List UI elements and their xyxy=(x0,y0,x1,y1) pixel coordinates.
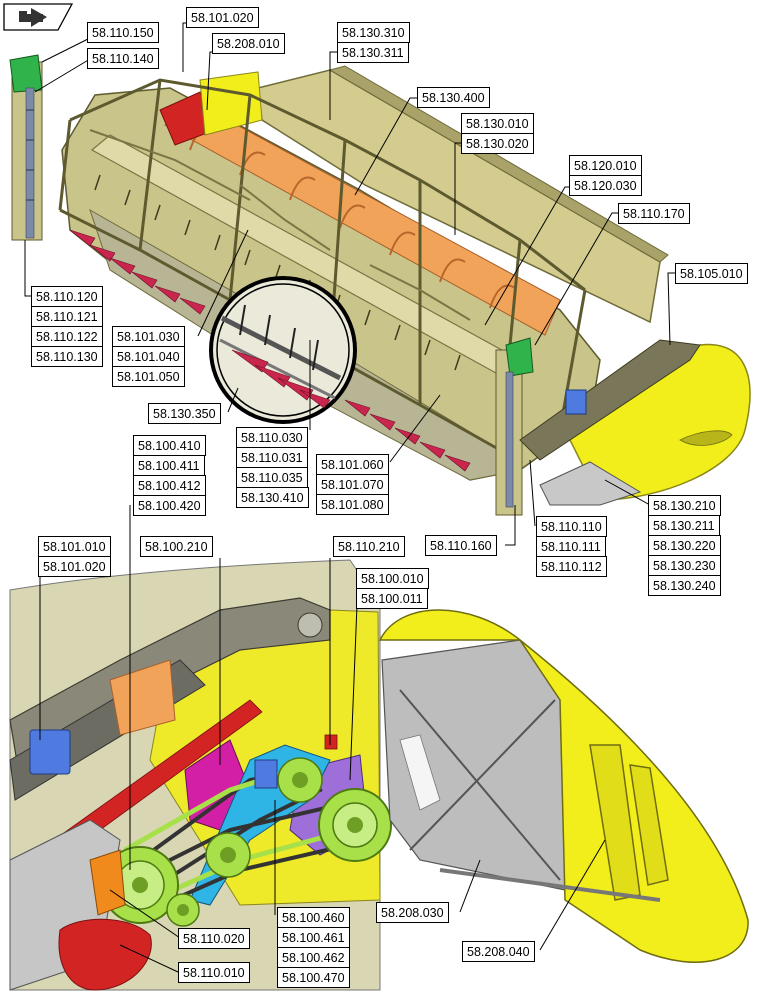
callout-label: 58.130.230 xyxy=(648,555,721,576)
callout-label: 58.110.121 xyxy=(31,306,103,327)
callout-label: 58.100.010 xyxy=(356,568,429,589)
callout-label: 58.110.210 xyxy=(333,536,405,557)
callout-label: 58.101.020 xyxy=(38,556,111,577)
left-end-green-cap xyxy=(9,54,43,93)
pulley-upper xyxy=(277,757,323,803)
knife-guards xyxy=(69,229,471,472)
callout-label: 58.100.411 xyxy=(133,455,205,476)
callout-label: 58.130.350 xyxy=(148,403,221,424)
gearbox-orange xyxy=(89,849,126,916)
callout-label: 58.101.070 xyxy=(316,474,389,495)
callout-label: 58.101.080 xyxy=(316,494,389,515)
right-end-green-cap xyxy=(505,337,534,377)
callout-label: 58.120.030 xyxy=(569,175,642,196)
pulley-mid xyxy=(205,832,251,878)
callout-label: 58.100.210 xyxy=(140,536,213,557)
header-assembly-view xyxy=(9,54,751,516)
callout-label: 58.101.040 xyxy=(112,346,185,367)
callout-label: 58.101.030 xyxy=(112,326,185,347)
callout-label: 58.110.150 xyxy=(87,22,159,43)
callout-label: 58.100.420 xyxy=(133,495,206,516)
callout-label: 58.208.030 xyxy=(376,902,449,923)
callout-label: 58.101.020 xyxy=(186,7,259,28)
callout-label: 58.100.461 xyxy=(277,927,350,948)
callout-label: 58.110.035 xyxy=(236,467,308,488)
callout-label: 58.130.400 xyxy=(417,87,490,108)
gearbox-red xyxy=(58,918,152,991)
pulley-small-left xyxy=(166,893,200,927)
callout-label: 58.130.211 xyxy=(648,515,720,536)
callout-label: 58.130.220 xyxy=(648,535,721,556)
callout-label: 58.120.010 xyxy=(569,155,642,176)
callout-label: 58.130.010 xyxy=(461,113,534,134)
skid-shoe xyxy=(539,461,642,506)
yellow-bracket-top xyxy=(199,71,263,136)
drive-detail-view xyxy=(9,559,749,991)
callout-label: 58.101.010 xyxy=(38,536,111,557)
callout-label: 58.100.011 xyxy=(356,588,428,609)
callout-label: 58.100.460 xyxy=(277,907,350,928)
callout-label: 58.208.010 xyxy=(212,33,285,54)
callout-label: 58.101.050 xyxy=(112,366,185,387)
pulley-large-right xyxy=(318,788,392,862)
callout-label: 58.100.462 xyxy=(277,947,350,968)
callout-label: 58.110.111 xyxy=(536,536,606,557)
callout-label: 58.208.040 xyxy=(462,941,535,962)
callout-label: 58.100.470 xyxy=(277,967,350,988)
right-crop-divider xyxy=(559,343,751,501)
callout-label: 58.130.020 xyxy=(461,133,534,154)
callout-label: 58.105.010 xyxy=(675,263,748,284)
return-arrow-icon[interactable] xyxy=(3,3,74,31)
knife-detail-content xyxy=(219,304,342,409)
callout-label: 58.110.170 xyxy=(618,203,690,224)
reel-arm xyxy=(519,339,701,461)
callout-label: 58.100.410 xyxy=(133,435,206,456)
callout-label: 58.100.412 xyxy=(133,475,206,496)
callout-label: 58.101.060 xyxy=(316,454,389,475)
callout-label: 58.110.120 xyxy=(31,286,103,307)
rear-cover-top xyxy=(328,65,669,263)
callout-label: 58.110.020 xyxy=(178,928,250,949)
callout-label: 58.110.010 xyxy=(178,962,250,983)
callout-label: 58.110.030 xyxy=(236,427,308,448)
callout-label: 58.130.410 xyxy=(236,487,309,508)
callout-label: 58.130.240 xyxy=(648,575,721,596)
callout-label: 58.110.031 xyxy=(236,447,308,468)
callout-label: 58.110.140 xyxy=(87,48,159,69)
callout-label: 58.130.310 xyxy=(337,22,410,43)
callout-label: 58.110.160 xyxy=(425,535,497,556)
callout-label: 58.130.210 xyxy=(648,495,721,516)
callout-label: 58.110.112 xyxy=(536,556,607,577)
callout-label: 58.110.130 xyxy=(31,346,103,367)
callout-label: 58.110.110 xyxy=(536,516,607,537)
callout-label: 58.130.311 xyxy=(337,42,409,63)
callout-label: 58.110.122 xyxy=(31,326,103,347)
